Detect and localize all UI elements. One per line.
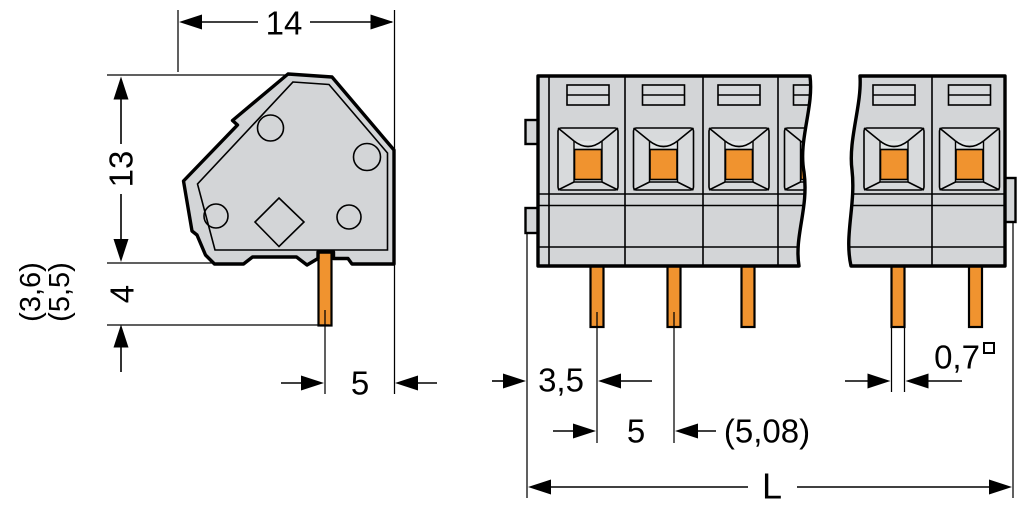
terminal-cell-partial — [783, 84, 811, 191]
arrow-left-icon — [598, 373, 621, 389]
mounting-hole — [352, 142, 382, 172]
dimension-label: L — [762, 466, 782, 507]
side-housing-outline — [181, 72, 396, 267]
dimension-height-13: 13 — [103, 74, 290, 264]
dimension-pitch-5: 5 (5,08) — [553, 312, 810, 450]
terminal-cell — [938, 84, 1001, 191]
mounting-hole — [203, 203, 229, 229]
arrow-up-icon — [113, 76, 129, 100]
arrow-left-icon — [528, 479, 551, 495]
dimension-label-alt: (5,08) — [724, 413, 810, 450]
front-solder-pin-5 — [967, 264, 984, 329]
dimension-label: 0,7 — [934, 339, 980, 376]
dimension-label: 5 — [351, 365, 369, 402]
front-solder-pin-4 — [890, 264, 906, 329]
dimension-pin-cross-section-0-7: 0,7 — [845, 328, 995, 392]
dimension-label: 4 — [104, 285, 141, 303]
arrow-right-icon — [989, 479, 1012, 495]
dimension-label: 3,5 — [538, 362, 584, 399]
arrow-left-icon — [179, 14, 202, 30]
arrow-right-icon — [370, 14, 394, 30]
side-view — [181, 72, 396, 327]
terminal-cell — [632, 84, 695, 191]
mounting-hole — [256, 114, 285, 142]
dimension-label: 5 — [627, 413, 645, 450]
arrow-left-icon — [395, 375, 418, 391]
arrow-right-icon — [867, 373, 891, 389]
side-inner-contour — [196, 81, 389, 251]
terminal-cell — [863, 84, 925, 191]
dimension-label-alt: (3,6) — [15, 262, 47, 322]
dimension-pin-length-4: 4 (3,6) (5,5) — [15, 262, 329, 372]
dimension-label: 14 — [266, 5, 303, 42]
arrow-right-icon — [503, 373, 526, 389]
mounting-hole — [336, 204, 362, 230]
terminal-cell — [557, 84, 619, 191]
arrow-down-icon — [113, 239, 129, 262]
arrow-right-icon — [301, 375, 324, 391]
arrow-left-icon — [675, 423, 698, 439]
clamp-window-diamond — [253, 196, 306, 248]
arrow-right-icon — [573, 423, 596, 439]
dimension-pin-to-edge-5: 5 — [281, 310, 437, 402]
front-left-details — [538, 76, 811, 266]
front-view — [524, 74, 1017, 329]
dimension-width-14: 14 — [177, 5, 396, 394]
dimension-edge-to-pin-3-5: 3,5 — [492, 233, 652, 498]
front-solder-pin-3 — [740, 264, 756, 329]
dimension-label: 13 — [103, 151, 140, 188]
square-section-symbol — [983, 342, 995, 354]
terminal-cell — [708, 84, 770, 191]
dimension-total-length-L: L — [528, 222, 1014, 507]
dimension-label-alt: (5,5) — [44, 262, 76, 322]
arrow-left-icon — [905, 373, 929, 389]
front-right-details — [848, 76, 1005, 266]
arrow-up-icon — [113, 324, 129, 348]
